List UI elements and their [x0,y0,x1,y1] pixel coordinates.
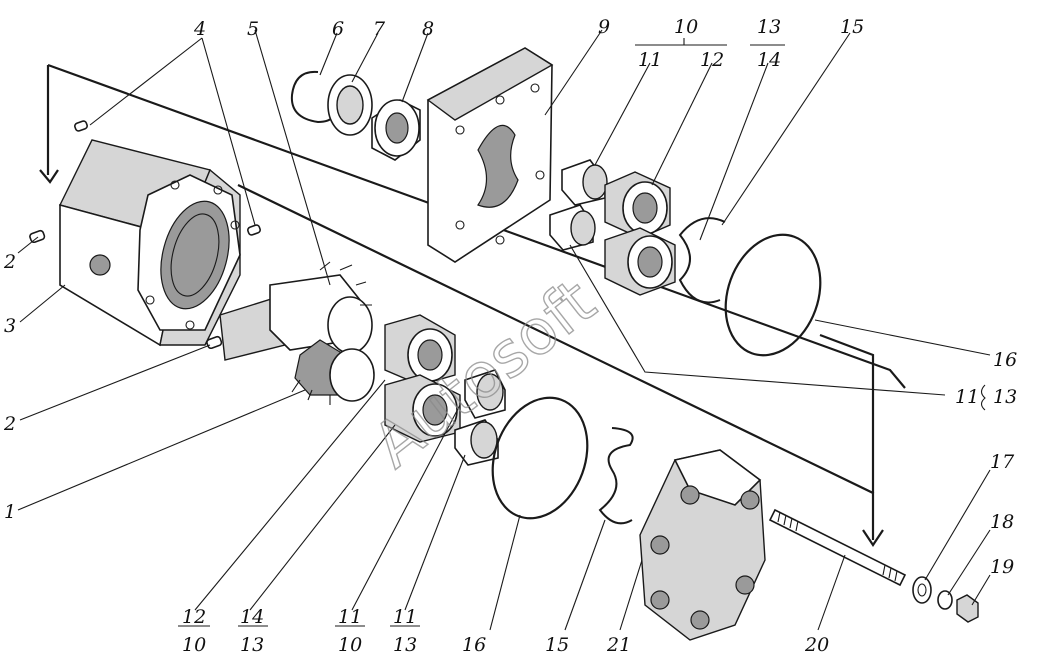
seal-left [598,427,634,525]
callout-7: 7 [373,18,386,40]
small-bushings-right [549,159,608,251]
callout-1: 1 [4,501,16,523]
callout-15-bottom: 15 [545,634,569,656]
callout-13-bottom-b: 13 [393,634,417,656]
callout-13-right: 13 [993,386,1017,408]
callout-20: 20 [804,634,829,656]
washers-nut [912,576,979,623]
callout-4: 4 [193,18,206,40]
pump-housing [58,139,241,347]
callout-13-top: 13 [757,16,781,38]
callout-5: 5 [247,18,259,40]
callout-11-bottom-a: 11 [338,606,362,628]
callout-15-top: 15 [840,16,864,38]
callout-11-right: 11 [955,386,979,408]
front-cover [426,47,554,263]
leader-lines [17,29,991,631]
callout-13-bottom-a: 13 [240,634,264,656]
callout-11-top: 11 [638,49,662,71]
callout-labels: 4 5 6 7 8 9 10 11 12 13 14 15 16 11 13 2… [3,16,1017,656]
callout-3: 3 [4,315,16,337]
stud-bolt [768,508,907,587]
callout-19: 19 [990,556,1014,578]
callout-2-upper: 2 [3,251,16,273]
callout-10-bottom-b: 10 [338,634,362,656]
callout-10-top: 10 [674,16,698,38]
callout-14-top: 14 [757,49,781,71]
callout-12-top: 12 [700,49,724,71]
rear-cover [639,449,766,641]
callout-17: 17 [990,451,1015,473]
callout-16-right: 16 [993,349,1017,371]
o-ring-right [724,233,822,357]
callout-14-bottom: 14 [240,606,264,628]
callout-11-bottom-b: 11 [393,606,417,628]
bushing-block-right [604,171,676,296]
small-bushings-left [454,369,506,466]
callout-8: 8 [422,18,434,40]
callout-6: 6 [332,18,344,40]
callout-21: 21 [606,634,631,656]
assembly-axis [39,63,906,547]
gear-pair [219,261,375,405]
seal-right [678,217,726,304]
bushing-block-left [384,314,461,443]
callout-16-bottom: 16 [462,634,486,656]
callout-10-bottom-a: 10 [182,634,206,656]
callout-12-bottom: 12 [182,606,206,628]
o-ring-left [491,396,589,520]
callout-2-lower: 2 [3,413,16,435]
callout-9: 9 [598,16,610,38]
dowel-pins [29,120,261,350]
callout-18: 18 [990,511,1014,533]
shaft-seal-group [290,70,421,161]
